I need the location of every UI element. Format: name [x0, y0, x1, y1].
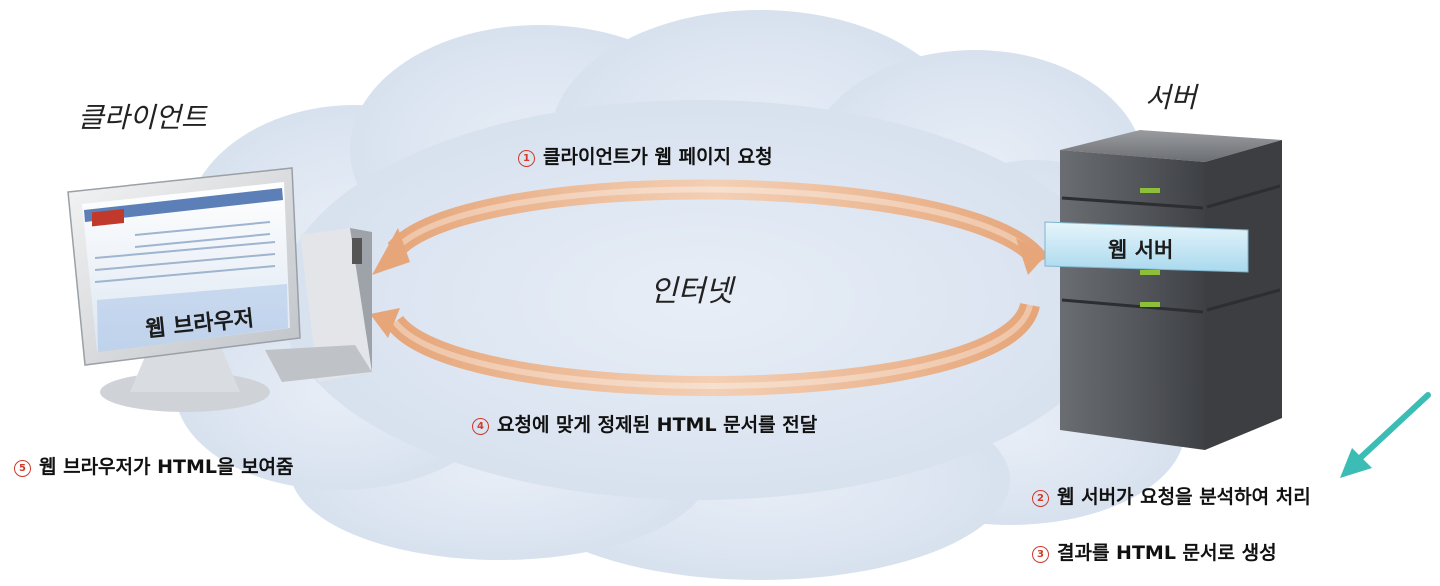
- step-text-2: 웹 서버가 요청을 분석하여 처리: [1057, 486, 1311, 508]
- client-computer: [67, 167, 372, 412]
- step-text-1: 클라이언트가 웹 페이지 요청: [543, 146, 773, 168]
- step-text-4: 요청에 맞게 정제된 HTML 문서를 전달: [497, 414, 818, 436]
- response-arrow: [370, 301, 1040, 396]
- step-text-5: 웹 브라우저가 HTML을 보여줌: [39, 456, 294, 478]
- server: [1044, 130, 1282, 450]
- step-2: 2 웹 서버가 요청을 분석하여 처리: [1032, 482, 1311, 509]
- internet-label: 인터넷: [650, 274, 733, 309]
- step-number-1: 1: [518, 150, 535, 167]
- web-server-label: 웹 서버: [1108, 238, 1174, 262]
- step-number-5: 5: [14, 460, 31, 477]
- step-4: 4 요청에 맞게 정제된 HTML 문서를 전달: [472, 410, 817, 437]
- step-text-3: 결과를 HTML 문서로 생성: [1057, 542, 1277, 564]
- step-5: 5 웹 브라우저가 HTML을 보여줌: [14, 452, 294, 479]
- step-number-4: 4: [472, 418, 489, 435]
- client-label: 클라이언트: [78, 101, 207, 134]
- step-1: 1 클라이언트가 웹 페이지 요청: [518, 142, 773, 169]
- pointer-arrow: [1340, 392, 1431, 478]
- request-arrow: [372, 179, 1049, 275]
- step-number-3: 3: [1032, 546, 1049, 563]
- server-label: 서버: [1145, 81, 1197, 114]
- step-number-2: 2: [1032, 490, 1049, 507]
- step-3: 3 결과를 HTML 문서로 생성: [1032, 538, 1277, 565]
